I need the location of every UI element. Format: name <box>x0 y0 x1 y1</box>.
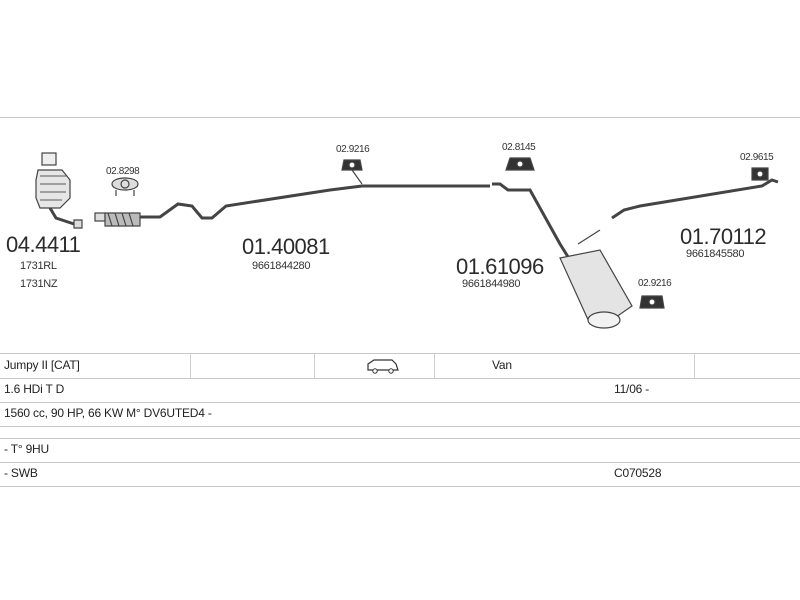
exhaust-diagram: 02.8298 02.9216 02.8145 02.9615 02.9216 … <box>0 118 800 353</box>
part-reference: 1731NZ <box>20 278 58 290</box>
table-col-divider <box>314 354 315 378</box>
table-cell-wheelbase: - SWB <box>4 466 38 480</box>
rubber-hanger-icon <box>341 159 363 185</box>
table-rule <box>0 486 800 487</box>
clip-number: 02.9615 <box>740 152 774 163</box>
table-cell-code: C070528 <box>614 466 662 480</box>
table-cell-type: - T° 9HU <box>4 442 49 456</box>
van-icon <box>367 359 399 374</box>
table-rule <box>0 438 800 439</box>
front-pipe-icon <box>94 184 490 227</box>
part-reference: 9661844980 <box>462 278 521 290</box>
table-rule <box>0 426 800 427</box>
table-rule <box>0 353 800 354</box>
table-cell-spec: 1560 cc, 90 HP, 66 KW M° DV6UTED4 - <box>4 406 212 420</box>
table-cell-engine: 1.6 HDi T D <box>4 382 65 396</box>
top-divider <box>0 117 800 118</box>
clip-number: 02.9216 <box>336 144 370 155</box>
rear-pipe-icon <box>611 178 779 220</box>
table-col-divider <box>694 354 695 378</box>
rubber-hanger-icon-3 <box>751 167 769 181</box>
part-reference: 1731RL <box>20 260 57 272</box>
catalytic-converter-icon <box>35 152 83 229</box>
part-number: 04.4411 <box>6 232 81 257</box>
part-number: 01.40081 <box>242 234 330 259</box>
table-rule <box>0 462 800 463</box>
part-reference: 9661844280 <box>252 260 311 272</box>
table-rule <box>0 402 800 403</box>
table-col-divider <box>434 354 435 378</box>
part-reference: 9661845580 <box>686 248 745 260</box>
table-cell-model: Jumpy II [CAT] <box>4 358 80 372</box>
middle-silencer-icon <box>492 182 633 329</box>
table-col-divider <box>190 354 191 378</box>
rubber-hanger-icon-2 <box>505 157 535 171</box>
table-cell-body: Van <box>492 358 512 372</box>
part-number: 01.70112 <box>680 224 767 249</box>
part-number: 01.61096 <box>456 254 544 279</box>
rubber-hanger-icon-4 <box>639 295 665 309</box>
clamp-icon <box>111 177 139 196</box>
clip-number: 02.9216 <box>638 278 672 289</box>
table-rule <box>0 378 800 379</box>
clip-number: 02.8298 <box>106 166 140 177</box>
table-cell-date: 11/06 - <box>614 382 650 396</box>
clip-number: 02.8145 <box>502 142 536 153</box>
exhaust-drawing <box>35 152 779 329</box>
